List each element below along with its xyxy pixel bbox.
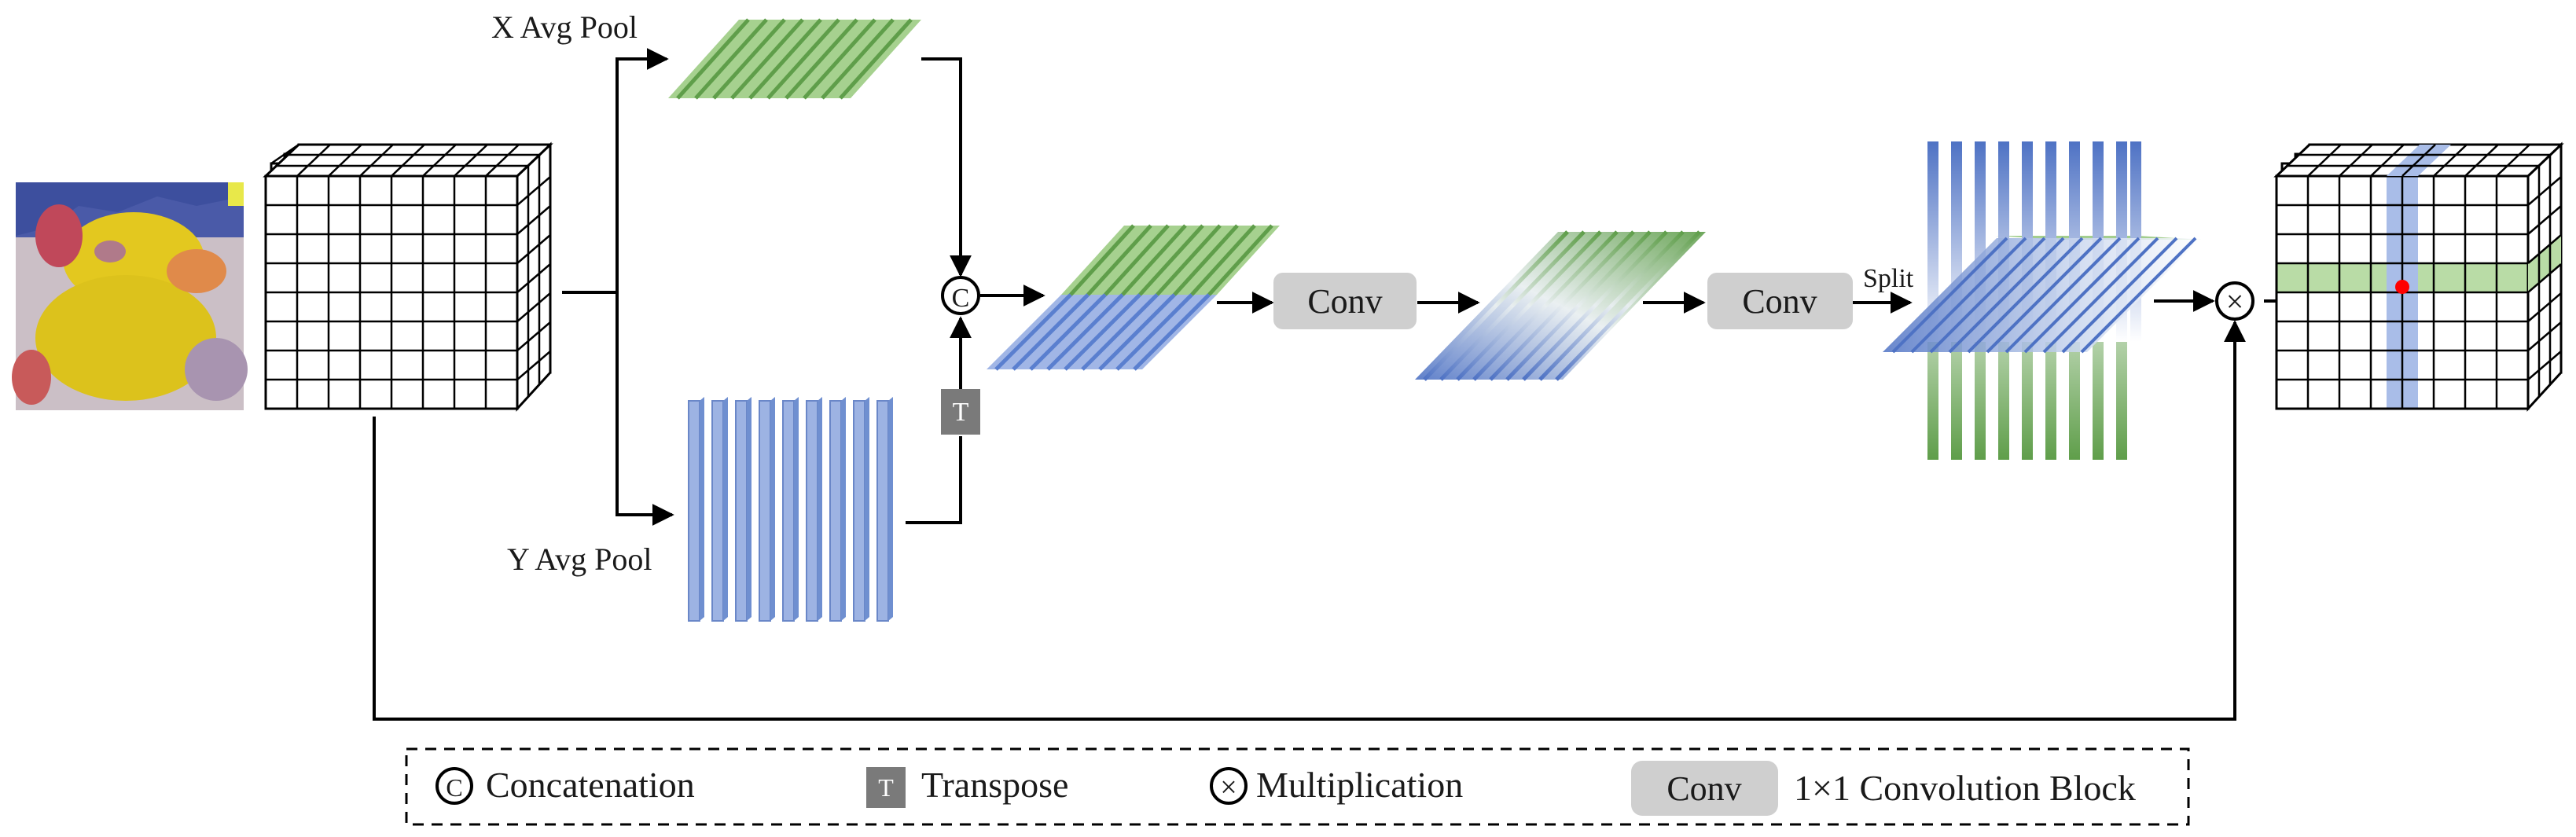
legend-multiply-label: Multiplication (1256, 765, 1463, 805)
legend-conv-label: 1×1 Convolution Block (1794, 768, 2136, 808)
input-feature-cube (263, 141, 553, 412)
conv-block-2: Conv (1707, 273, 1853, 329)
legend-conv: Conv 1×1 Convolution Block (1631, 761, 2136, 816)
x-avg-pool-tensor (668, 18, 921, 100)
multiply-operator: × (2215, 281, 2254, 321)
multiply-symbol: × (2226, 284, 2244, 319)
legend-conv-block: Conv (1666, 769, 1741, 808)
legend-transpose-label: Transpose (921, 765, 1068, 805)
output-feature-cube (2273, 141, 2564, 412)
concat-operator: C (941, 276, 980, 315)
flow-arrows (373, 48, 2276, 721)
transpose-symbol: T (953, 398, 969, 427)
conv-block-1: Conv (1273, 273, 1417, 329)
legend-concat-symbol: C (446, 773, 462, 802)
legend-transpose-symbol: T (878, 773, 894, 802)
conv-label-2: Conv (1742, 282, 1817, 321)
conv-label-1: Conv (1307, 282, 1382, 321)
y-avg-pool-label: Y Avg Pool (507, 541, 652, 577)
legend-transpose: T Transpose (866, 765, 1068, 808)
conv-output-tensor (1415, 230, 1706, 381)
x-avg-pool-label: X Avg Pool (491, 9, 638, 45)
input-image (12, 182, 248, 410)
y-avg-pool-tensor (688, 397, 893, 622)
legend-multiply: × Multiplication (1210, 765, 1463, 805)
split-output-tensors (1883, 141, 2201, 460)
legend-multiply-symbol: × (1220, 771, 1237, 804)
legend-concat: C Concatenation (435, 765, 695, 805)
legend: C Concatenation T Transpose × Multiplica… (405, 747, 2190, 826)
highlight-dot (2395, 280, 2409, 294)
split-label: Split (1863, 264, 1914, 293)
concat-symbol: C (952, 284, 970, 313)
transpose-operator: T (941, 389, 980, 435)
legend-concat-label: Concatenation (486, 765, 695, 805)
concatenated-tensor (987, 224, 1280, 371)
